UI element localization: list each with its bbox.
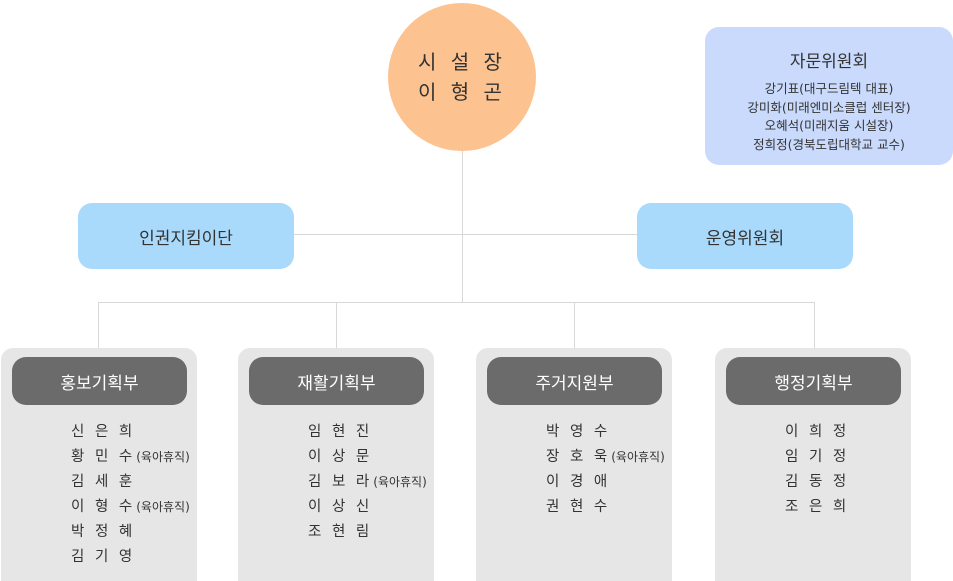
department-header: 주거지원부 bbox=[487, 357, 662, 405]
staff-name: 조 은 희 bbox=[785, 499, 850, 515]
staff-name: 이 상 문 bbox=[308, 449, 373, 465]
staff-item: 김 기 영 bbox=[71, 545, 190, 570]
department-name: 주거지원부 bbox=[535, 373, 614, 394]
connector-drop-dept-2 bbox=[336, 302, 337, 348]
staff-name: 임 기 정 bbox=[785, 449, 850, 465]
staff-list: 임 현 진 이 상 문 김 보 라(육아휴직) 이 상 신 조 현 림 bbox=[308, 420, 427, 545]
department-panel: 홍보기획부 신 은 희 황 민 수(육아휴직) 김 세 훈 이 형 수(육아휴직… bbox=[1, 348, 197, 581]
advisory-member: 강미화(미래엔미소클럽 센터장) bbox=[747, 99, 911, 115]
staff-name: 김 세 훈 bbox=[71, 474, 136, 490]
staff-name: 임 현 진 bbox=[308, 424, 373, 440]
director-title: 시 설 장 bbox=[418, 50, 506, 74]
department-header: 홍보기획부 bbox=[12, 357, 187, 405]
staff-item: 김 세 훈 bbox=[71, 470, 190, 495]
staff-list: 박 영 수 장 호 욱(육아휴직) 이 경 애 권 현 수 bbox=[546, 420, 665, 520]
department-header: 행정기획부 bbox=[726, 357, 901, 405]
department-panel: 주거지원부 박 영 수 장 호 욱(육아휴직) 이 경 애 권 현 수 bbox=[476, 348, 672, 581]
department-name: 재활기획부 bbox=[297, 373, 376, 394]
staff-item: 박 정 혜 bbox=[71, 520, 190, 545]
staff-name: 조 현 림 bbox=[308, 524, 373, 540]
staff-name: 김 보 라 bbox=[308, 474, 373, 490]
department-panel: 행정기획부 이 희 정 임 기 정 김 동 정 조 은 희 bbox=[715, 348, 911, 581]
advisory-member: 강기표(대구드림텍 대표) bbox=[764, 81, 894, 96]
connector-drop-dept-4 bbox=[814, 302, 815, 348]
staff-leave-note: (육아휴직) bbox=[611, 450, 665, 464]
staff-list: 이 희 정 임 기 정 김 동 정 조 은 희 bbox=[785, 420, 849, 520]
human-rights-team-label: 인권지킴이단 bbox=[139, 228, 233, 249]
staff-item: 황 민 수(육아휴직) bbox=[71, 445, 190, 470]
connector-drop-dept-1 bbox=[98, 302, 99, 348]
staff-item: 조 현 림 bbox=[308, 520, 427, 545]
staff-item: 박 영 수 bbox=[546, 420, 665, 445]
staff-item: 장 호 욱(육아휴직) bbox=[546, 445, 665, 470]
human-rights-team-box: 인권지킴이단 bbox=[78, 203, 294, 269]
department-header: 재활기획부 bbox=[249, 357, 424, 405]
staff-name: 권 현 수 bbox=[546, 499, 611, 515]
staff-name: 황 민 수 bbox=[71, 449, 136, 465]
staff-item: 이 희 정 bbox=[785, 420, 849, 445]
staff-name: 이 경 애 bbox=[546, 474, 611, 490]
staff-item: 권 현 수 bbox=[546, 495, 665, 520]
connector-vertical-main bbox=[462, 150, 463, 303]
staff-name: 이 희 정 bbox=[785, 424, 850, 440]
advisory-committee-box: 자문위원회 강기표(대구드림텍 대표) 강미화(미래엔미소클럽 센터장) 오혜석… bbox=[705, 27, 953, 165]
staff-item: 신 은 희 bbox=[71, 420, 190, 445]
director-name: 이 형 곤 bbox=[418, 80, 506, 104]
staff-leave-note: (육아휴직) bbox=[136, 500, 190, 514]
staff-name: 이 형 수 bbox=[71, 499, 136, 515]
department-name: 홍보기획부 bbox=[60, 373, 139, 394]
staff-item: 이 형 수(육아휴직) bbox=[71, 495, 190, 520]
staff-item: 이 경 애 bbox=[546, 470, 665, 495]
staff-name: 김 동 정 bbox=[785, 474, 850, 490]
staff-leave-note: (육아휴직) bbox=[136, 450, 190, 464]
connector-horizontal-mid bbox=[294, 234, 637, 235]
staff-name: 이 상 신 bbox=[308, 499, 373, 515]
staff-item: 조 은 희 bbox=[785, 495, 849, 520]
staff-name: 박 정 혜 bbox=[71, 524, 136, 540]
connector-drop-dept-3 bbox=[574, 302, 575, 348]
director-node: 시 설 장 이 형 곤 bbox=[388, 3, 536, 151]
connector-horizontal-depts bbox=[98, 302, 815, 303]
steering-committee-box: 운영위원회 bbox=[637, 203, 853, 269]
staff-item: 이 상 신 bbox=[308, 495, 427, 520]
staff-item: 이 상 문 bbox=[308, 445, 427, 470]
department-name: 행정기획부 bbox=[774, 373, 853, 394]
staff-name: 박 영 수 bbox=[546, 424, 611, 440]
advisory-member: 오혜석(미래지움 시설장) bbox=[764, 118, 894, 133]
steering-committee-label: 운영위원회 bbox=[705, 228, 785, 249]
staff-item: 임 기 정 bbox=[785, 445, 849, 470]
department-panel: 재활기획부 임 현 진 이 상 문 김 보 라(육아휴직) 이 상 신 조 현 … bbox=[238, 348, 434, 581]
staff-name: 장 호 욱 bbox=[546, 449, 611, 465]
staff-leave-note: (육아휴직) bbox=[373, 475, 427, 489]
staff-item: 김 보 라(육아휴직) bbox=[308, 470, 427, 495]
staff-name: 신 은 희 bbox=[71, 424, 136, 440]
advisory-committee-title: 자문위원회 bbox=[789, 52, 869, 72]
staff-item: 김 동 정 bbox=[785, 470, 849, 495]
staff-list: 신 은 희 황 민 수(육아휴직) 김 세 훈 이 형 수(육아휴직) 박 정 … bbox=[71, 420, 190, 570]
staff-item: 임 현 진 bbox=[308, 420, 427, 445]
staff-name: 김 기 영 bbox=[71, 549, 136, 565]
advisory-member: 정희정(경북도립대학교 교수) bbox=[753, 136, 905, 152]
